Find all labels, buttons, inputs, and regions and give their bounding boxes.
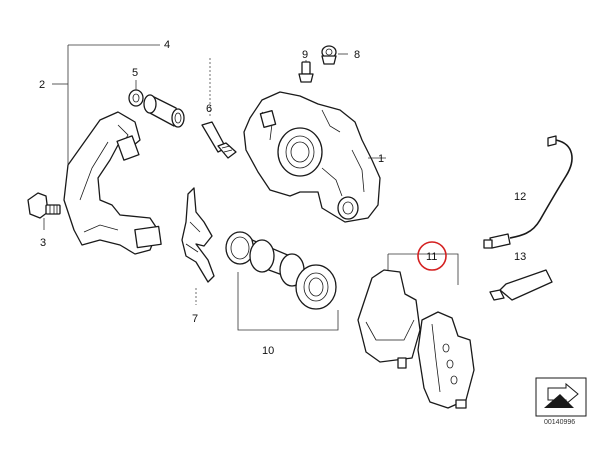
callout-5[interactable]: 5 xyxy=(132,67,138,79)
bleeder-cap[interactable] xyxy=(321,45,337,65)
wear-sensor[interactable] xyxy=(483,135,573,249)
leader-line xyxy=(388,253,459,285)
piston-kit[interactable] xyxy=(225,231,337,310)
caliper-carrier-bracket[interactable] xyxy=(63,111,162,255)
caliper-housing[interactable] xyxy=(243,91,381,223)
reference-icon xyxy=(535,377,587,417)
callout-13[interactable]: 13 xyxy=(514,251,526,263)
reference-code: 00140996 xyxy=(544,419,575,426)
callout-11[interactable]: 11 xyxy=(426,251,437,263)
callout-12[interactable]: 12 xyxy=(514,191,526,203)
highlight-ring xyxy=(417,241,447,271)
callout-3[interactable]: 3 xyxy=(40,237,46,249)
callout-8[interactable]: 8 xyxy=(354,49,360,61)
brake-pad-set[interactable] xyxy=(357,269,475,409)
callout-7[interactable]: 7 xyxy=(192,313,198,325)
bleeder-screw[interactable] xyxy=(298,61,314,83)
callout-4[interactable]: 4 xyxy=(164,39,170,51)
callout-9[interactable]: 9 xyxy=(302,49,308,61)
callout-6[interactable]: 6 xyxy=(206,103,212,115)
guide-bushing[interactable] xyxy=(128,89,185,128)
callout-2[interactable]: 2 xyxy=(39,79,45,91)
callout-10[interactable]: 10 xyxy=(262,345,274,357)
leader-line xyxy=(237,272,339,331)
mounting-bolt[interactable] xyxy=(27,192,61,219)
callout-1[interactable]: 1 xyxy=(378,153,384,165)
guide-bolt[interactable] xyxy=(201,58,237,159)
anti-rattle-spring[interactable] xyxy=(181,187,215,305)
paste-tube[interactable] xyxy=(489,269,553,301)
